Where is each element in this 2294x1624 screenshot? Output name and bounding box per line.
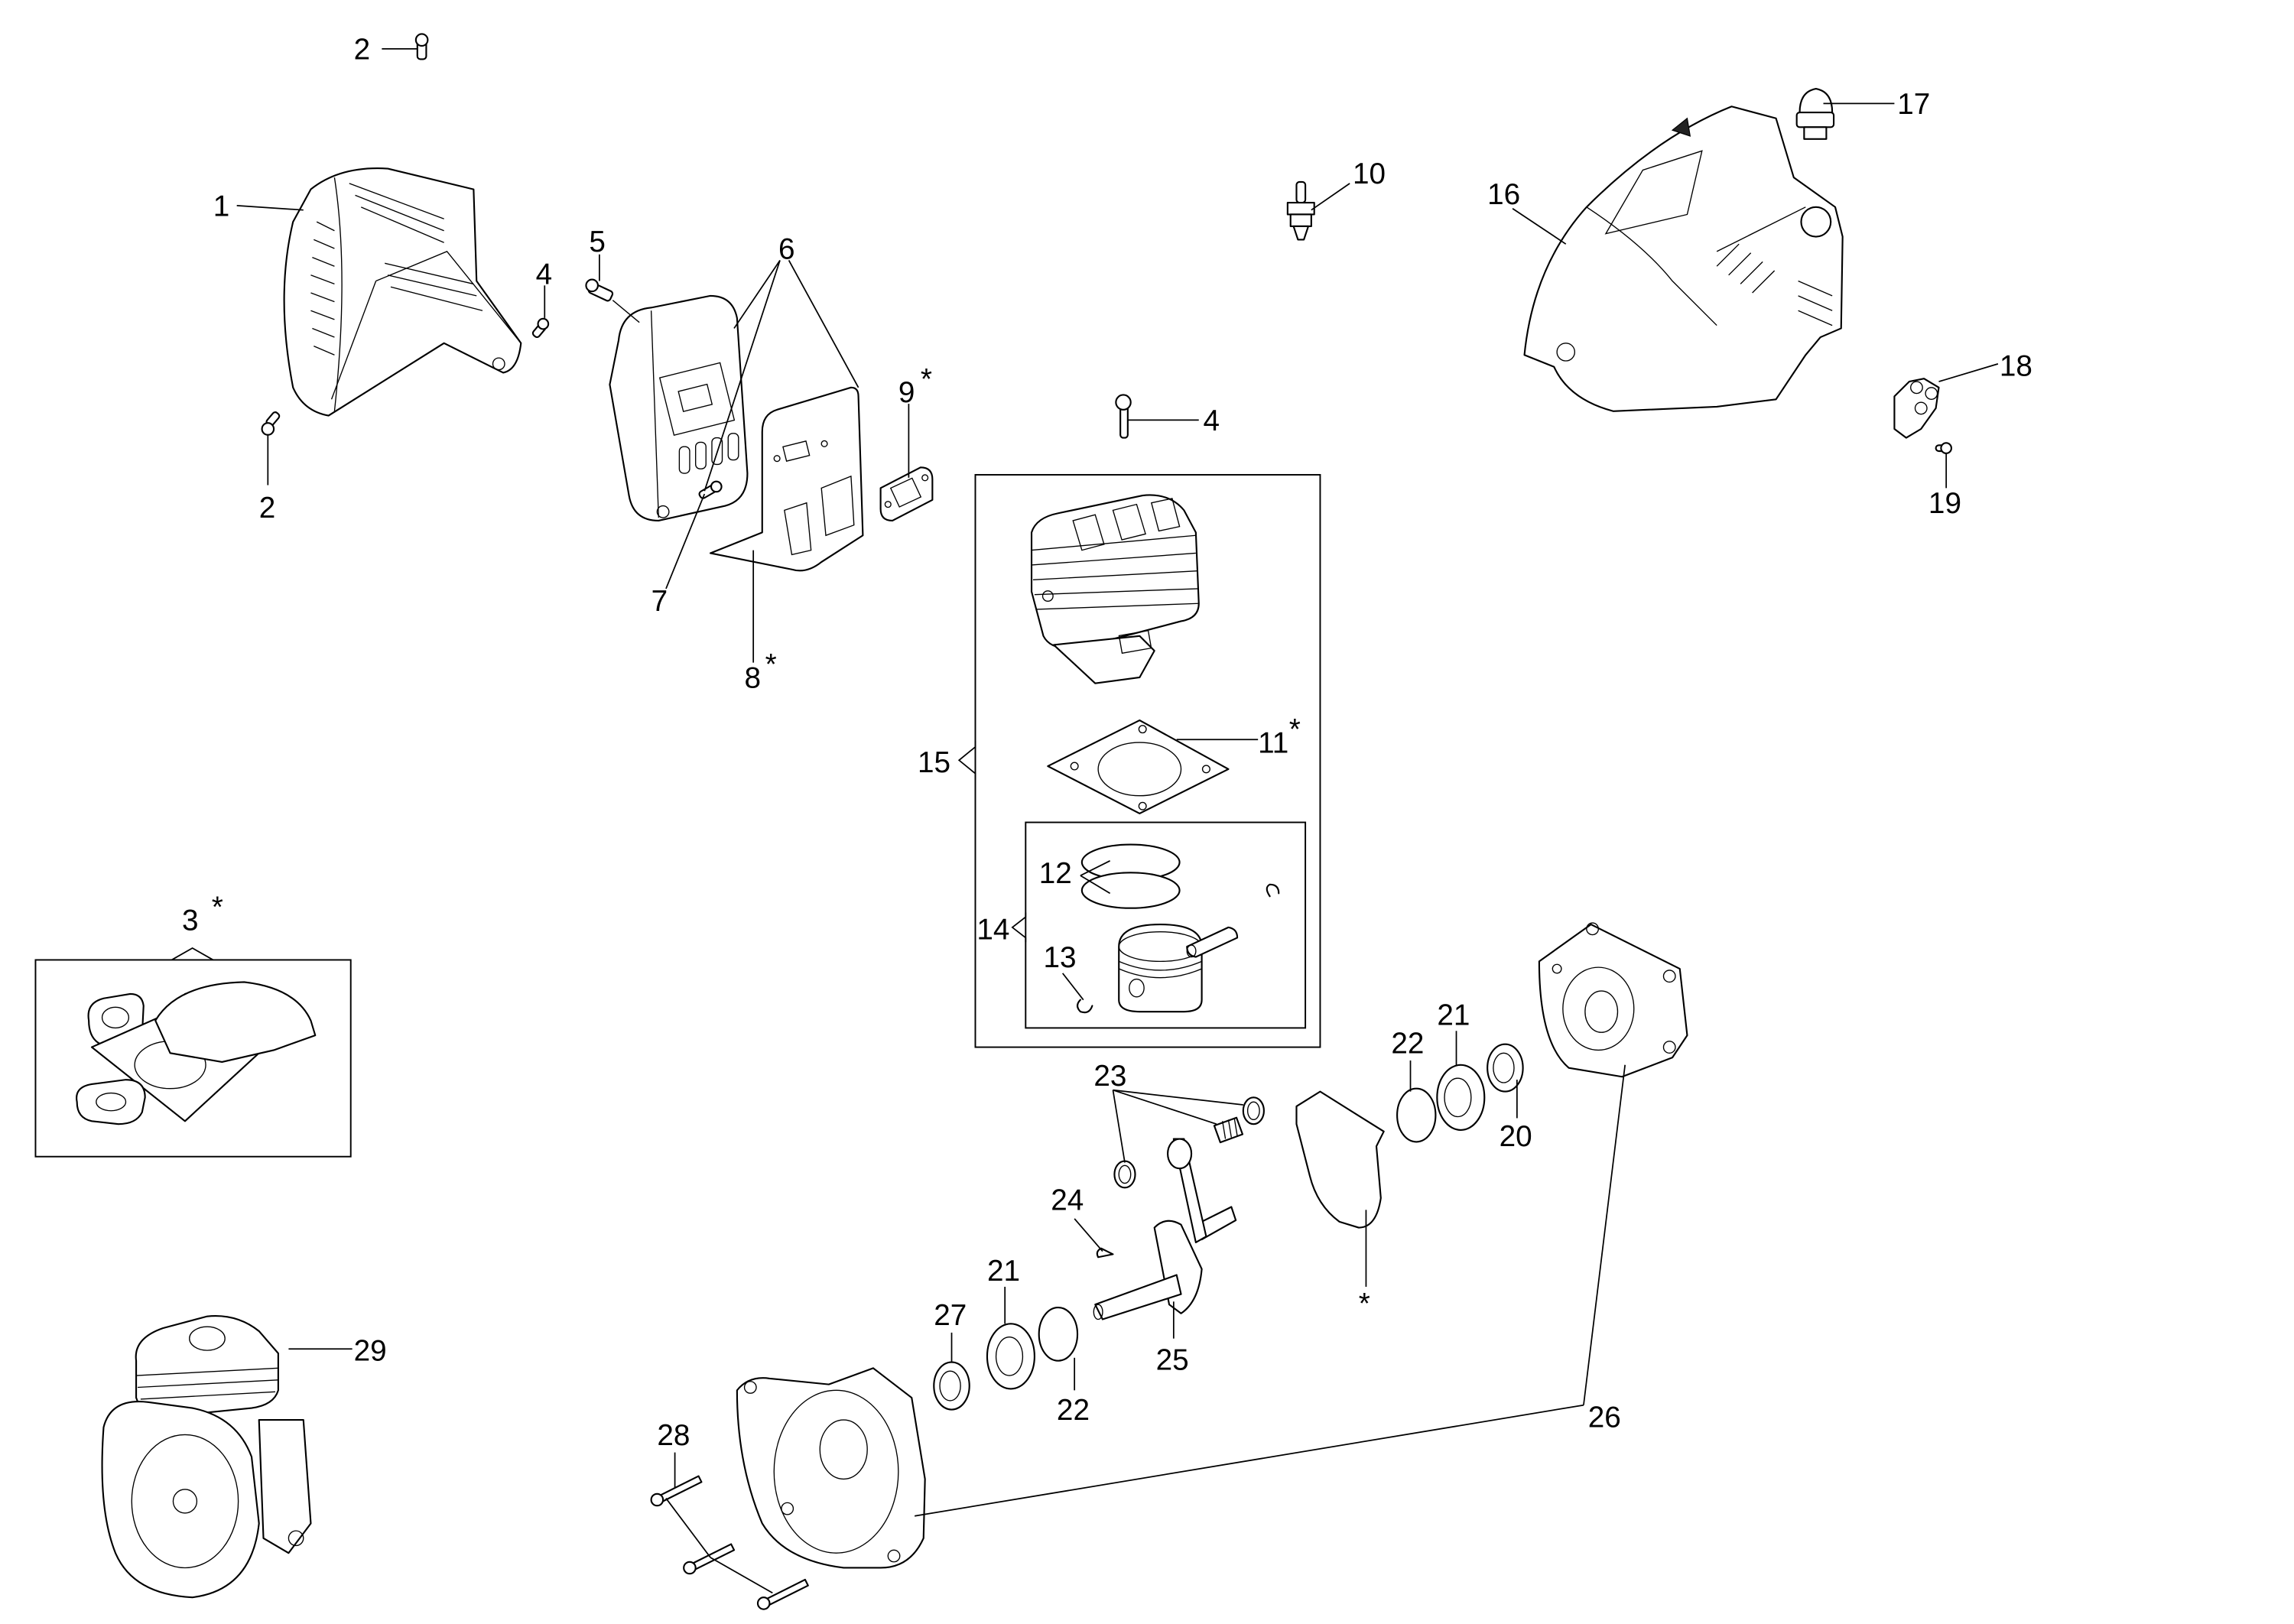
crankcase-left[interactable] — [736, 1367, 926, 1569]
callout-7: 7 — [651, 585, 668, 618]
piston-kit-bracket — [1011, 912, 1027, 943]
callout-13: 13 — [1044, 941, 1077, 974]
cylinder-bolt[interactable] — [1115, 394, 1132, 439]
callout-15: 15 — [918, 746, 950, 779]
callout-29: 29 — [354, 1335, 387, 1368]
needle-bearing[interactable] — [1213, 1116, 1244, 1144]
callout-19: 19 — [1928, 487, 1961, 520]
thrust-washer-lower[interactable] — [1113, 1160, 1136, 1189]
primer-bulb[interactable] — [1795, 88, 1835, 140]
callout-20: 20 — [1500, 1120, 1532, 1153]
crankcase-right[interactable] — [1538, 922, 1688, 1078]
callout-crankcase-gasket-asterisk: * — [1359, 1288, 1370, 1320]
ball-bearing-upper[interactable] — [1436, 1064, 1486, 1131]
callout-16: 16 — [1487, 178, 1520, 211]
piston-kit-box — [1025, 821, 1307, 1029]
crankshaft[interactable] — [1093, 1138, 1237, 1320]
callout-8-asterisk: * — [765, 648, 777, 681]
engine-housing[interactable] — [1523, 106, 1844, 412]
spark-plug[interactable] — [1286, 180, 1315, 241]
callout-2-bottom: 2 — [259, 492, 276, 525]
thrust-washer-upper[interactable] — [1242, 1096, 1265, 1125]
callout-9-asterisk: * — [921, 363, 932, 396]
cylinder-kit-box — [974, 473, 1321, 1048]
callout-2-top: 2 — [354, 33, 371, 66]
circlip-right[interactable] — [1266, 883, 1280, 898]
callout-labels: 2 1 4 2 5 6 9 * 7 8 * 10 4 16 17 18 19 1… — [182, 33, 2032, 1452]
oil-seal-upper[interactable] — [1487, 1043, 1524, 1093]
callout-12: 12 — [1039, 857, 1072, 890]
circlip-left[interactable] — [1076, 999, 1093, 1014]
cylinder-cover[interactable] — [283, 167, 522, 417]
callout-11: 11 — [1258, 727, 1288, 760]
screw-top[interactable] — [414, 33, 429, 60]
cylinder[interactable] — [1030, 494, 1200, 684]
crankcase-gasket[interactable] — [1295, 1090, 1385, 1229]
callout-6: 6 — [778, 233, 795, 266]
gasket-set[interactable] — [76, 981, 317, 1125]
ball-bearing-lower[interactable] — [986, 1323, 1035, 1390]
callout-5: 5 — [589, 226, 606, 258]
callout-8: 8 — [745, 662, 762, 695]
cylinder-kit-bracket — [957, 741, 976, 780]
callout-1: 1 — [213, 190, 230, 222]
callout-21-upper: 21 — [1437, 999, 1470, 1032]
callout-4-mid: 4 — [1204, 404, 1220, 437]
callout-23: 23 — [1093, 1060, 1126, 1093]
gasket-set-bracket — [171, 947, 214, 961]
piston[interactable] — [1118, 923, 1203, 1013]
gasket-set-box — [34, 959, 352, 1158]
callout-11-asterisk: * — [1289, 713, 1301, 746]
woodruff-key[interactable] — [1096, 1247, 1114, 1259]
callout-10: 10 — [1353, 158, 1386, 190]
muffler[interactable] — [609, 294, 749, 521]
leader-lines — [236, 47, 1999, 1594]
oil-seal-lower[interactable] — [933, 1361, 970, 1411]
callout-17: 17 — [1897, 88, 1930, 121]
screw-bottom[interactable] — [261, 411, 281, 436]
callout-22-upper: 22 — [1391, 1027, 1424, 1060]
callout-25: 25 — [1156, 1343, 1189, 1376]
callout-3-asterisk: * — [212, 891, 223, 924]
piston-pin[interactable] — [1186, 926, 1239, 958]
callout-4-side: 4 — [536, 258, 553, 291]
callout-24: 24 — [1051, 1184, 1084, 1216]
screw-side[interactable] — [531, 317, 550, 339]
crankcase-bolts[interactable] — [650, 1475, 809, 1610]
retaining-ring-upper[interactable] — [1396, 1087, 1437, 1143]
muffler-bolt[interactable] — [585, 278, 640, 323]
bracket-screw[interactable] — [1935, 442, 1952, 454]
callout-26: 26 — [1588, 1402, 1621, 1434]
short-block[interactable] — [101, 1315, 312, 1599]
cylinder-gasket[interactable] — [1047, 719, 1230, 814]
heat-shield[interactable] — [709, 386, 864, 572]
callout-28: 28 — [657, 1419, 690, 1452]
callout-27: 27 — [934, 1299, 967, 1332]
callout-3: 3 — [182, 905, 199, 937]
callout-21-lower: 21 — [987, 1255, 1020, 1288]
callout-18: 18 — [2000, 349, 2032, 382]
callout-9: 9 — [898, 376, 915, 409]
callout-14: 14 — [976, 913, 1009, 946]
callout-22-lower: 22 — [1057, 1394, 1090, 1427]
muffler-gasket[interactable] — [879, 466, 934, 521]
piston-rings[interactable] — [1080, 843, 1181, 909]
retaining-ring-lower[interactable] — [1038, 1306, 1079, 1362]
bracket[interactable] — [1893, 378, 1940, 439]
